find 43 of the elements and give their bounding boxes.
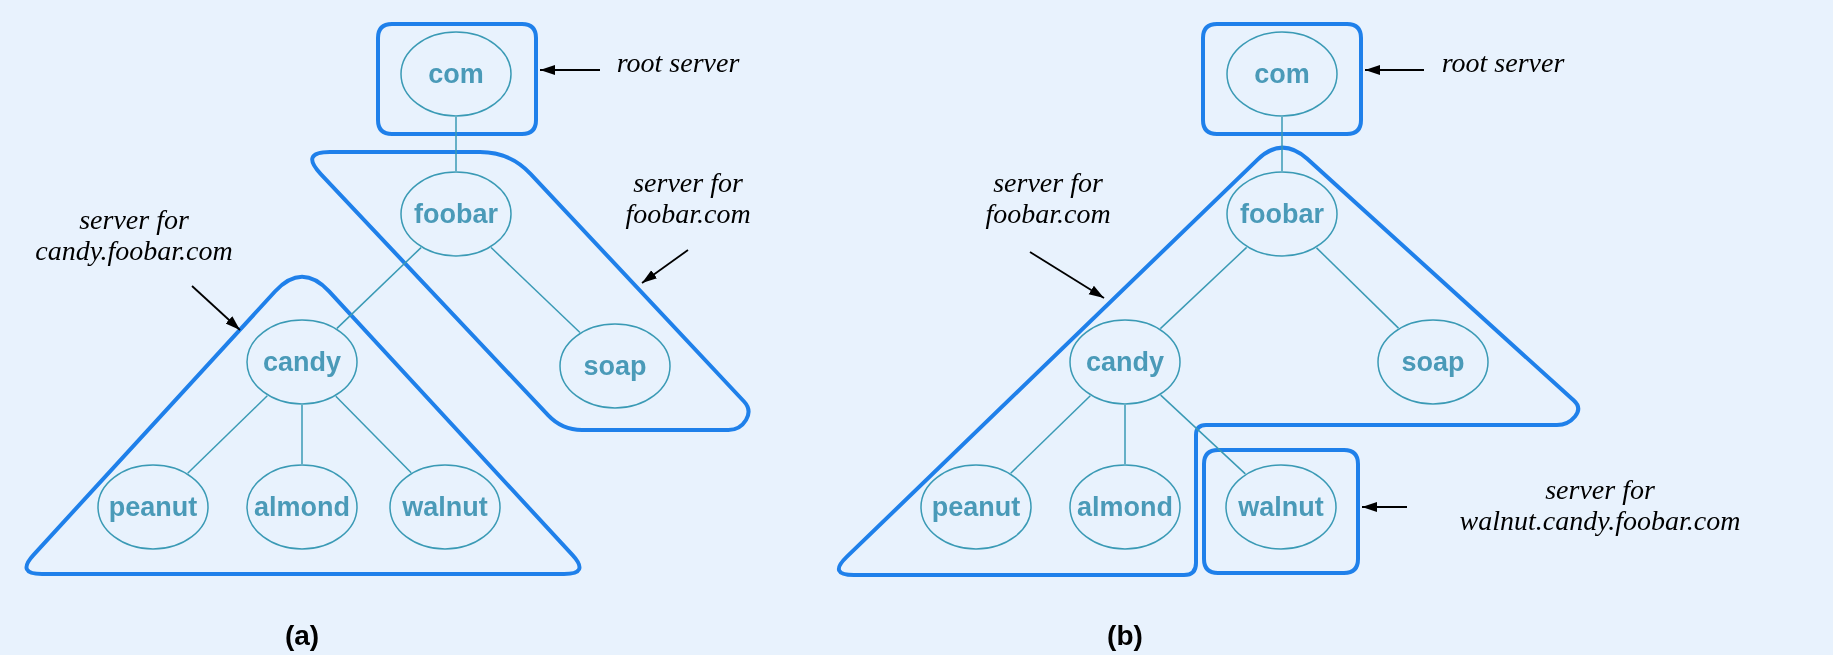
arrow: [641, 249, 689, 284]
domain-node: com: [1226, 31, 1338, 117]
arrow: [539, 65, 601, 75]
panel-caption: (a): [284, 620, 320, 652]
panel-caption: (b): [1107, 620, 1143, 652]
zone-outline: [1199, 20, 1365, 138]
connector-line: [1281, 116, 1283, 172]
domain-node: com: [400, 31, 512, 117]
connector-line: [1009, 395, 1092, 474]
arrow: [191, 285, 241, 331]
connector-line: [490, 246, 581, 334]
annotation-text: server for candy.foobar.com: [14, 205, 254, 267]
domain-node: soap: [559, 323, 671, 409]
domain-node: candy: [1069, 319, 1181, 405]
domain-node: almond: [1069, 464, 1181, 550]
annotation-text: root server: [603, 48, 753, 79]
connector-line: [1124, 404, 1126, 465]
arrow: [1029, 251, 1105, 299]
connector-line: [335, 395, 412, 474]
annotation-text: server for foobar.com: [598, 168, 778, 230]
connector-line: [1315, 247, 1400, 329]
connector-line: [1159, 394, 1247, 475]
connector-line: [455, 116, 457, 172]
zone-outline: [1200, 446, 1362, 577]
connector-line: [186, 395, 269, 474]
domain-node: walnut: [1225, 464, 1337, 550]
domain-node: candy: [246, 319, 358, 405]
domain-node: walnut: [389, 464, 501, 550]
domain-node: almond: [246, 464, 358, 550]
arrow: [1364, 65, 1425, 75]
connector-line: [336, 246, 422, 330]
connector-line: [1159, 246, 1248, 330]
domain-node: peanut: [920, 464, 1032, 550]
annotation-text: server for foobar.com: [958, 168, 1138, 230]
annotation-text: root server: [1428, 48, 1578, 79]
zone-outline: [374, 20, 540, 138]
arrow: [1361, 502, 1408, 512]
annotation-text: server for walnut.candy.foobar.com: [1410, 475, 1790, 537]
connector-line: [301, 404, 303, 465]
domain-node: soap: [1377, 319, 1489, 405]
domain-node: foobar: [1226, 171, 1338, 257]
domain-node: foobar: [400, 171, 512, 257]
domain-node: peanut: [97, 464, 209, 550]
